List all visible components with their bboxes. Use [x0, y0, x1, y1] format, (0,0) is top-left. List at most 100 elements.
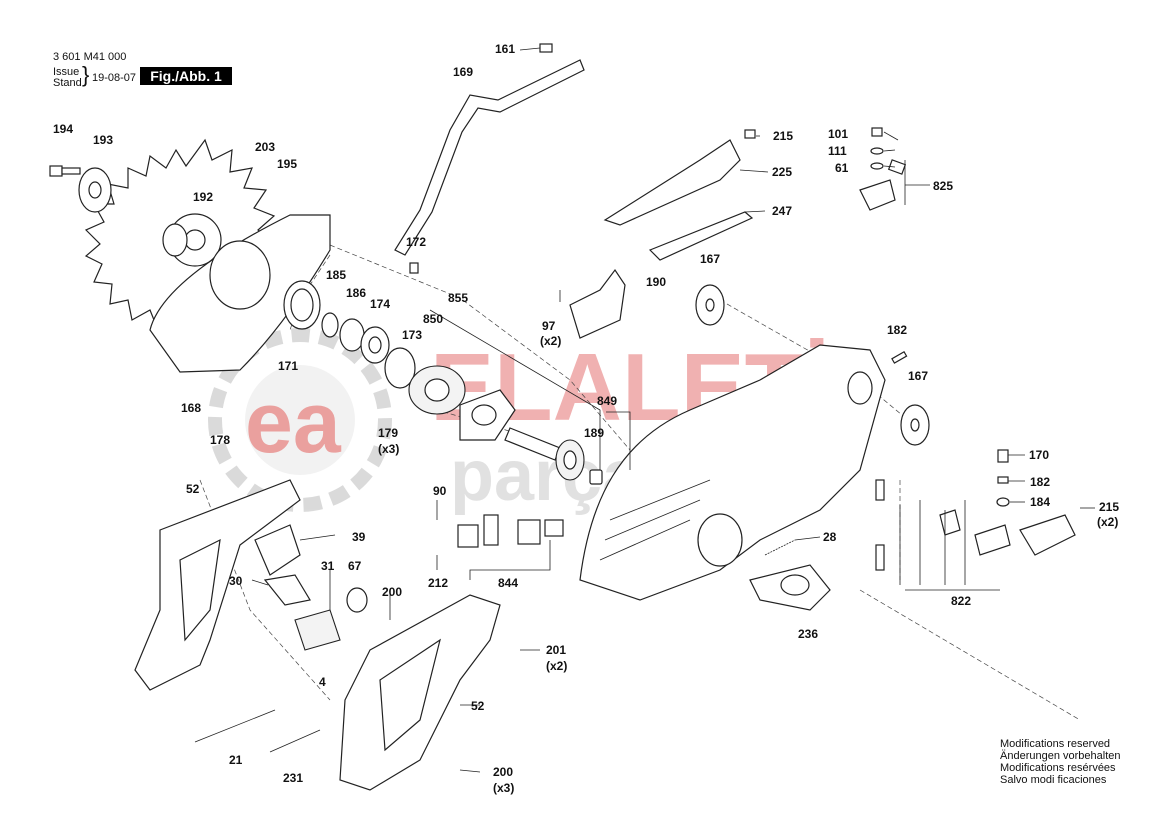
- rail-247: [648, 211, 754, 261]
- issue-date: 19-08-07: [92, 72, 137, 84]
- callout-labels: 161 169 194 193 203 195 192 172 215 225 …: [53, 42, 1119, 795]
- callout: (x2): [1097, 515, 1118, 529]
- callout: 850: [423, 312, 443, 326]
- callout: 825: [933, 179, 953, 193]
- callout: 182: [887, 323, 907, 337]
- callout: 161: [495, 42, 515, 56]
- callout: 236: [798, 627, 818, 641]
- callout: 844: [498, 576, 518, 590]
- switch-cover-39: [254, 524, 301, 576]
- leader-lines: [251, 47, 1095, 773]
- washer-167b: [900, 404, 930, 446]
- callout: 225: [772, 165, 792, 179]
- issue-label: Issue: [53, 66, 80, 78]
- callout: 195: [277, 157, 297, 171]
- callout: 200: [382, 585, 402, 599]
- pin-182: [891, 350, 908, 364]
- callout: 30: [229, 574, 243, 588]
- lever-arm: [394, 59, 585, 256]
- callout: 28: [823, 530, 837, 544]
- blade-guard: [149, 214, 331, 373]
- callout: 182: [1030, 475, 1050, 489]
- modification-notes: Modifications reserved Änderungen vorbeh…: [1000, 738, 1120, 786]
- callout: 231: [283, 771, 303, 785]
- callout: 170: [1029, 448, 1049, 462]
- plate-236: [749, 564, 831, 611]
- callout: 101: [828, 127, 848, 141]
- blade-bolt: [49, 165, 81, 177]
- callout: 203: [255, 140, 275, 154]
- callout: 67: [348, 559, 362, 573]
- callout: 168: [181, 401, 201, 415]
- spring-28: [764, 539, 796, 556]
- clip-assembly-825: [859, 127, 907, 211]
- motor-housing: [579, 344, 886, 601]
- callout: 174: [370, 297, 390, 311]
- flange-washer: [78, 167, 112, 213]
- note-line: Änderungen vorbehalten: [1000, 750, 1121, 762]
- callout: 193: [93, 133, 113, 147]
- callout: 215: [1099, 500, 1119, 514]
- callout: 97: [542, 319, 556, 333]
- callout: 247: [772, 204, 792, 218]
- cable-21: [194, 709, 276, 743]
- callout: 173: [402, 328, 422, 342]
- spindle-shaft: [504, 427, 561, 461]
- callout: 201: [546, 643, 566, 657]
- callout: 111: [828, 144, 847, 158]
- lock-assembly-822: [875, 449, 1076, 571]
- spacer-ring: [283, 280, 321, 330]
- callout: 90: [433, 484, 447, 498]
- bracket-97: [569, 268, 626, 339]
- gasket-plate: [459, 389, 516, 441]
- callout: 215: [773, 129, 793, 143]
- bearing-stack: [321, 312, 416, 389]
- figure-tag: Fig./Abb. 1: [140, 67, 232, 85]
- callout: 185: [326, 268, 346, 282]
- callout: 194: [53, 122, 73, 136]
- handle-left: [134, 479, 301, 691]
- cover-225: [603, 139, 741, 226]
- stand-label: Stand: [53, 77, 82, 89]
- screw-215: [744, 129, 756, 139]
- callout: 212: [428, 576, 448, 590]
- callout: 21: [229, 753, 243, 767]
- screw-172: [409, 262, 419, 274]
- callout: (x2): [540, 334, 561, 348]
- callout: 167: [700, 252, 720, 266]
- disc-67: [346, 587, 368, 613]
- handle-right: [339, 594, 501, 791]
- callout: 200: [493, 765, 513, 779]
- callout: 189: [584, 426, 604, 440]
- callout: 52: [471, 699, 485, 713]
- callout: 190: [646, 275, 666, 289]
- switch-4: [294, 609, 341, 651]
- note-line: Modifications resérvées: [1000, 762, 1116, 774]
- callout: (x3): [378, 442, 399, 456]
- cable-231: [269, 729, 321, 753]
- bearing-flange: [408, 365, 466, 415]
- brush-assembly-844: [457, 514, 564, 548]
- callout: 52: [186, 482, 200, 496]
- trigger-30: [263, 574, 311, 606]
- callout: 822: [951, 594, 971, 608]
- callout: 849: [597, 394, 617, 408]
- callout: 169: [453, 65, 473, 79]
- callout: 167: [908, 369, 928, 383]
- callout: (x2): [546, 659, 567, 673]
- callout: 192: [193, 190, 213, 204]
- callout: 39: [352, 530, 366, 544]
- screw-161: [539, 43, 553, 53]
- callout: 855: [448, 291, 468, 305]
- callout: 31: [321, 559, 335, 573]
- header-brace: }: [82, 62, 90, 87]
- document-number: 3 601 M41 000: [53, 51, 127, 63]
- note-line: Modifications reserved: [1000, 738, 1111, 750]
- watermark-logo-letters: ea: [245, 375, 342, 471]
- callout: 171: [278, 359, 298, 373]
- note-line: Salvo modi ficaciones: [1000, 774, 1107, 786]
- callout: 178: [210, 433, 230, 447]
- needle-bearing: [589, 469, 603, 485]
- callout: 184: [1030, 495, 1050, 509]
